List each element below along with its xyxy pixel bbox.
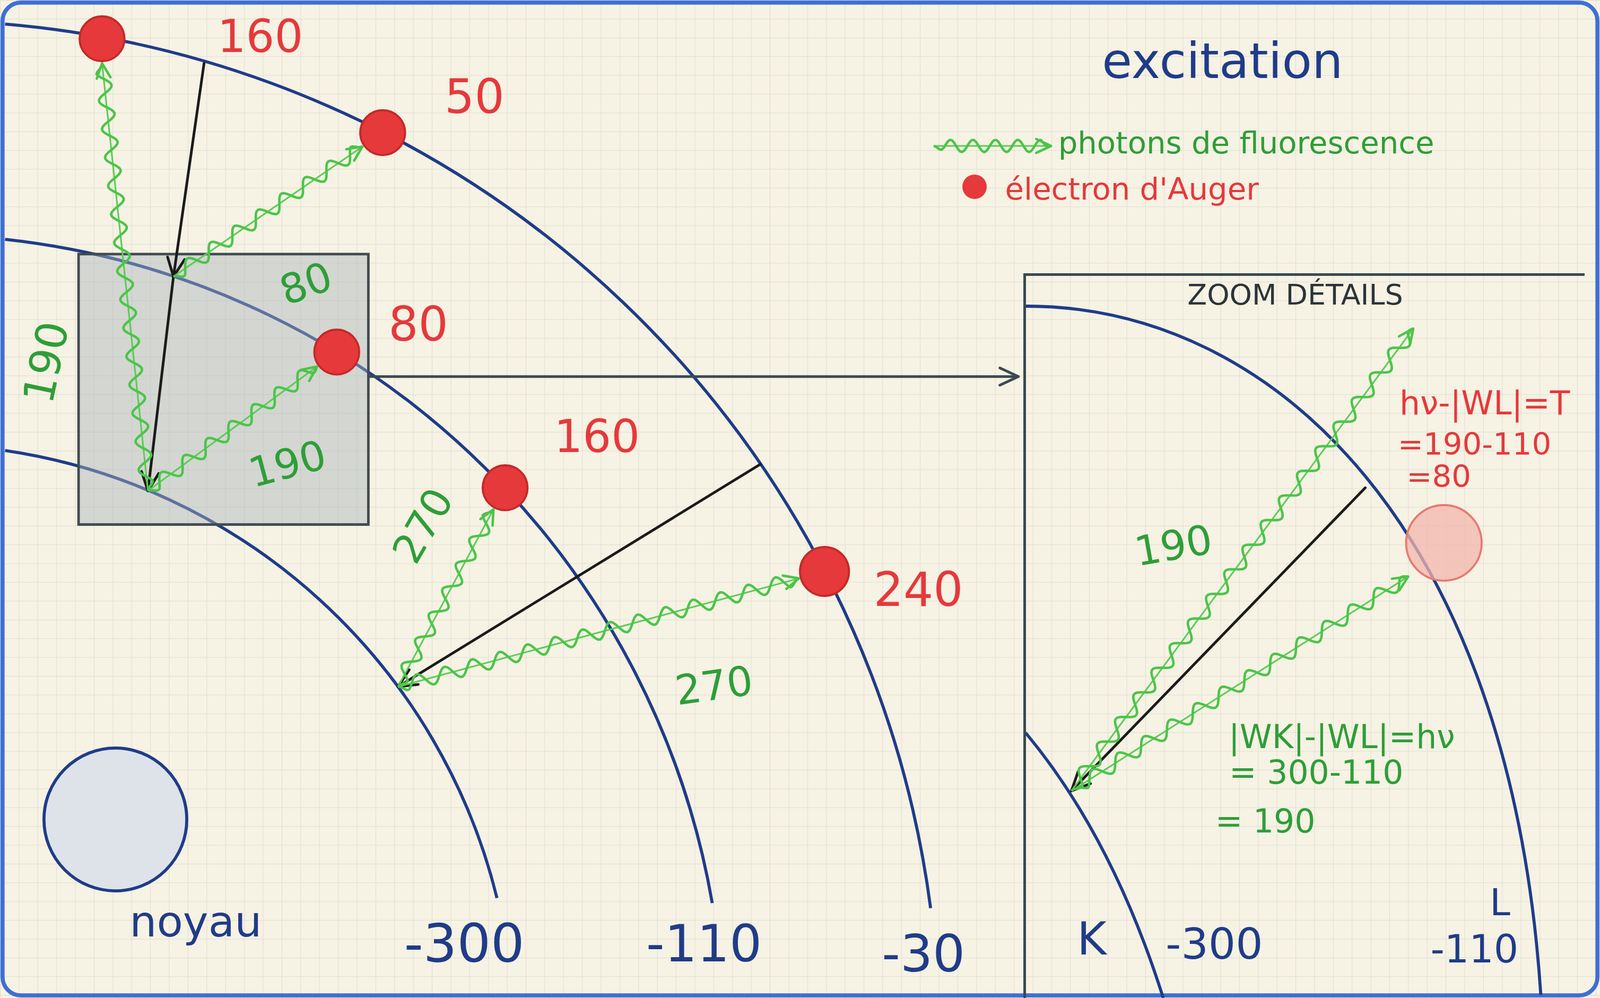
- shell-l: [5, 239, 713, 903]
- formula: = 300-110: [1229, 753, 1404, 792]
- legend-text: électron d'Auger: [1005, 171, 1259, 207]
- auger-electron-zoom: [1406, 505, 1482, 581]
- auger-electron: [79, 16, 125, 62]
- zoom-panel: ZOOM DÉTAILS: [1023, 273, 1585, 998]
- zoom-shell-k: [1025, 732, 1164, 998]
- transition-arrow: [148, 276, 174, 491]
- arrow-head: [1392, 576, 1409, 591]
- formula: |WK|-|WL|=hν: [1228, 717, 1455, 756]
- auger-electron: [800, 546, 849, 596]
- shell-energy: -110: [646, 914, 762, 974]
- nucleus: noyau: [41, 745, 189, 893]
- transition-arrow: [173, 63, 205, 277]
- shell-name: L: [1489, 881, 1511, 925]
- formula: =80: [1406, 458, 1472, 494]
- fluorescence-photon: [933, 140, 1051, 153]
- shell-energy: -300: [1165, 919, 1263, 969]
- photon-ray: [173, 146, 363, 277]
- auger-electron: [314, 329, 360, 375]
- arrow-head: [1036, 138, 1051, 153]
- arrow-head: [96, 63, 111, 79]
- photons: [96, 63, 1414, 791]
- transitions: [141, 63, 1366, 791]
- arrow-head: [1398, 328, 1414, 345]
- arrow-head: [300, 366, 317, 381]
- shell-energy: -300: [404, 913, 525, 975]
- nucleus-circle: [44, 748, 187, 891]
- shell-name: K: [1076, 912, 1107, 965]
- panel-title: ZOOM DÉTAILS: [1187, 277, 1403, 313]
- auger-electron: [360, 110, 406, 156]
- legend-text: photons de fluorescence: [1058, 125, 1435, 161]
- shell-m: [5, 23, 932, 908]
- auger-energy: 50: [444, 70, 505, 125]
- auger-energy: 80: [388, 297, 449, 352]
- auger-electron: [482, 465, 528, 511]
- shell-energy: -30: [881, 924, 965, 984]
- arrow-head: [480, 509, 494, 526]
- auger-energy: 160: [217, 11, 304, 63]
- arrow-head: [783, 575, 799, 589]
- formula: =190-110: [1397, 426, 1552, 462]
- formula: = 190: [1215, 802, 1316, 841]
- nucleus-outline: [41, 745, 189, 893]
- arrow-head: [1000, 367, 1019, 386]
- legend-swatch: [962, 174, 987, 199]
- shell-energy: -110: [1430, 926, 1519, 972]
- fluorescence-photon: [173, 146, 363, 277]
- transition-arrow: [368, 375, 1019, 378]
- auger-energy: 240: [873, 562, 964, 617]
- arrow-head: [167, 256, 185, 277]
- fluorescence-photon: [96, 63, 153, 491]
- page-title: excitation: [1101, 32, 1343, 90]
- nucleus-label: noyau: [129, 897, 262, 947]
- arrow-head: [346, 146, 363, 161]
- formula: hν-|WL|=T: [1399, 384, 1570, 422]
- auger-energy: 160: [553, 411, 640, 463]
